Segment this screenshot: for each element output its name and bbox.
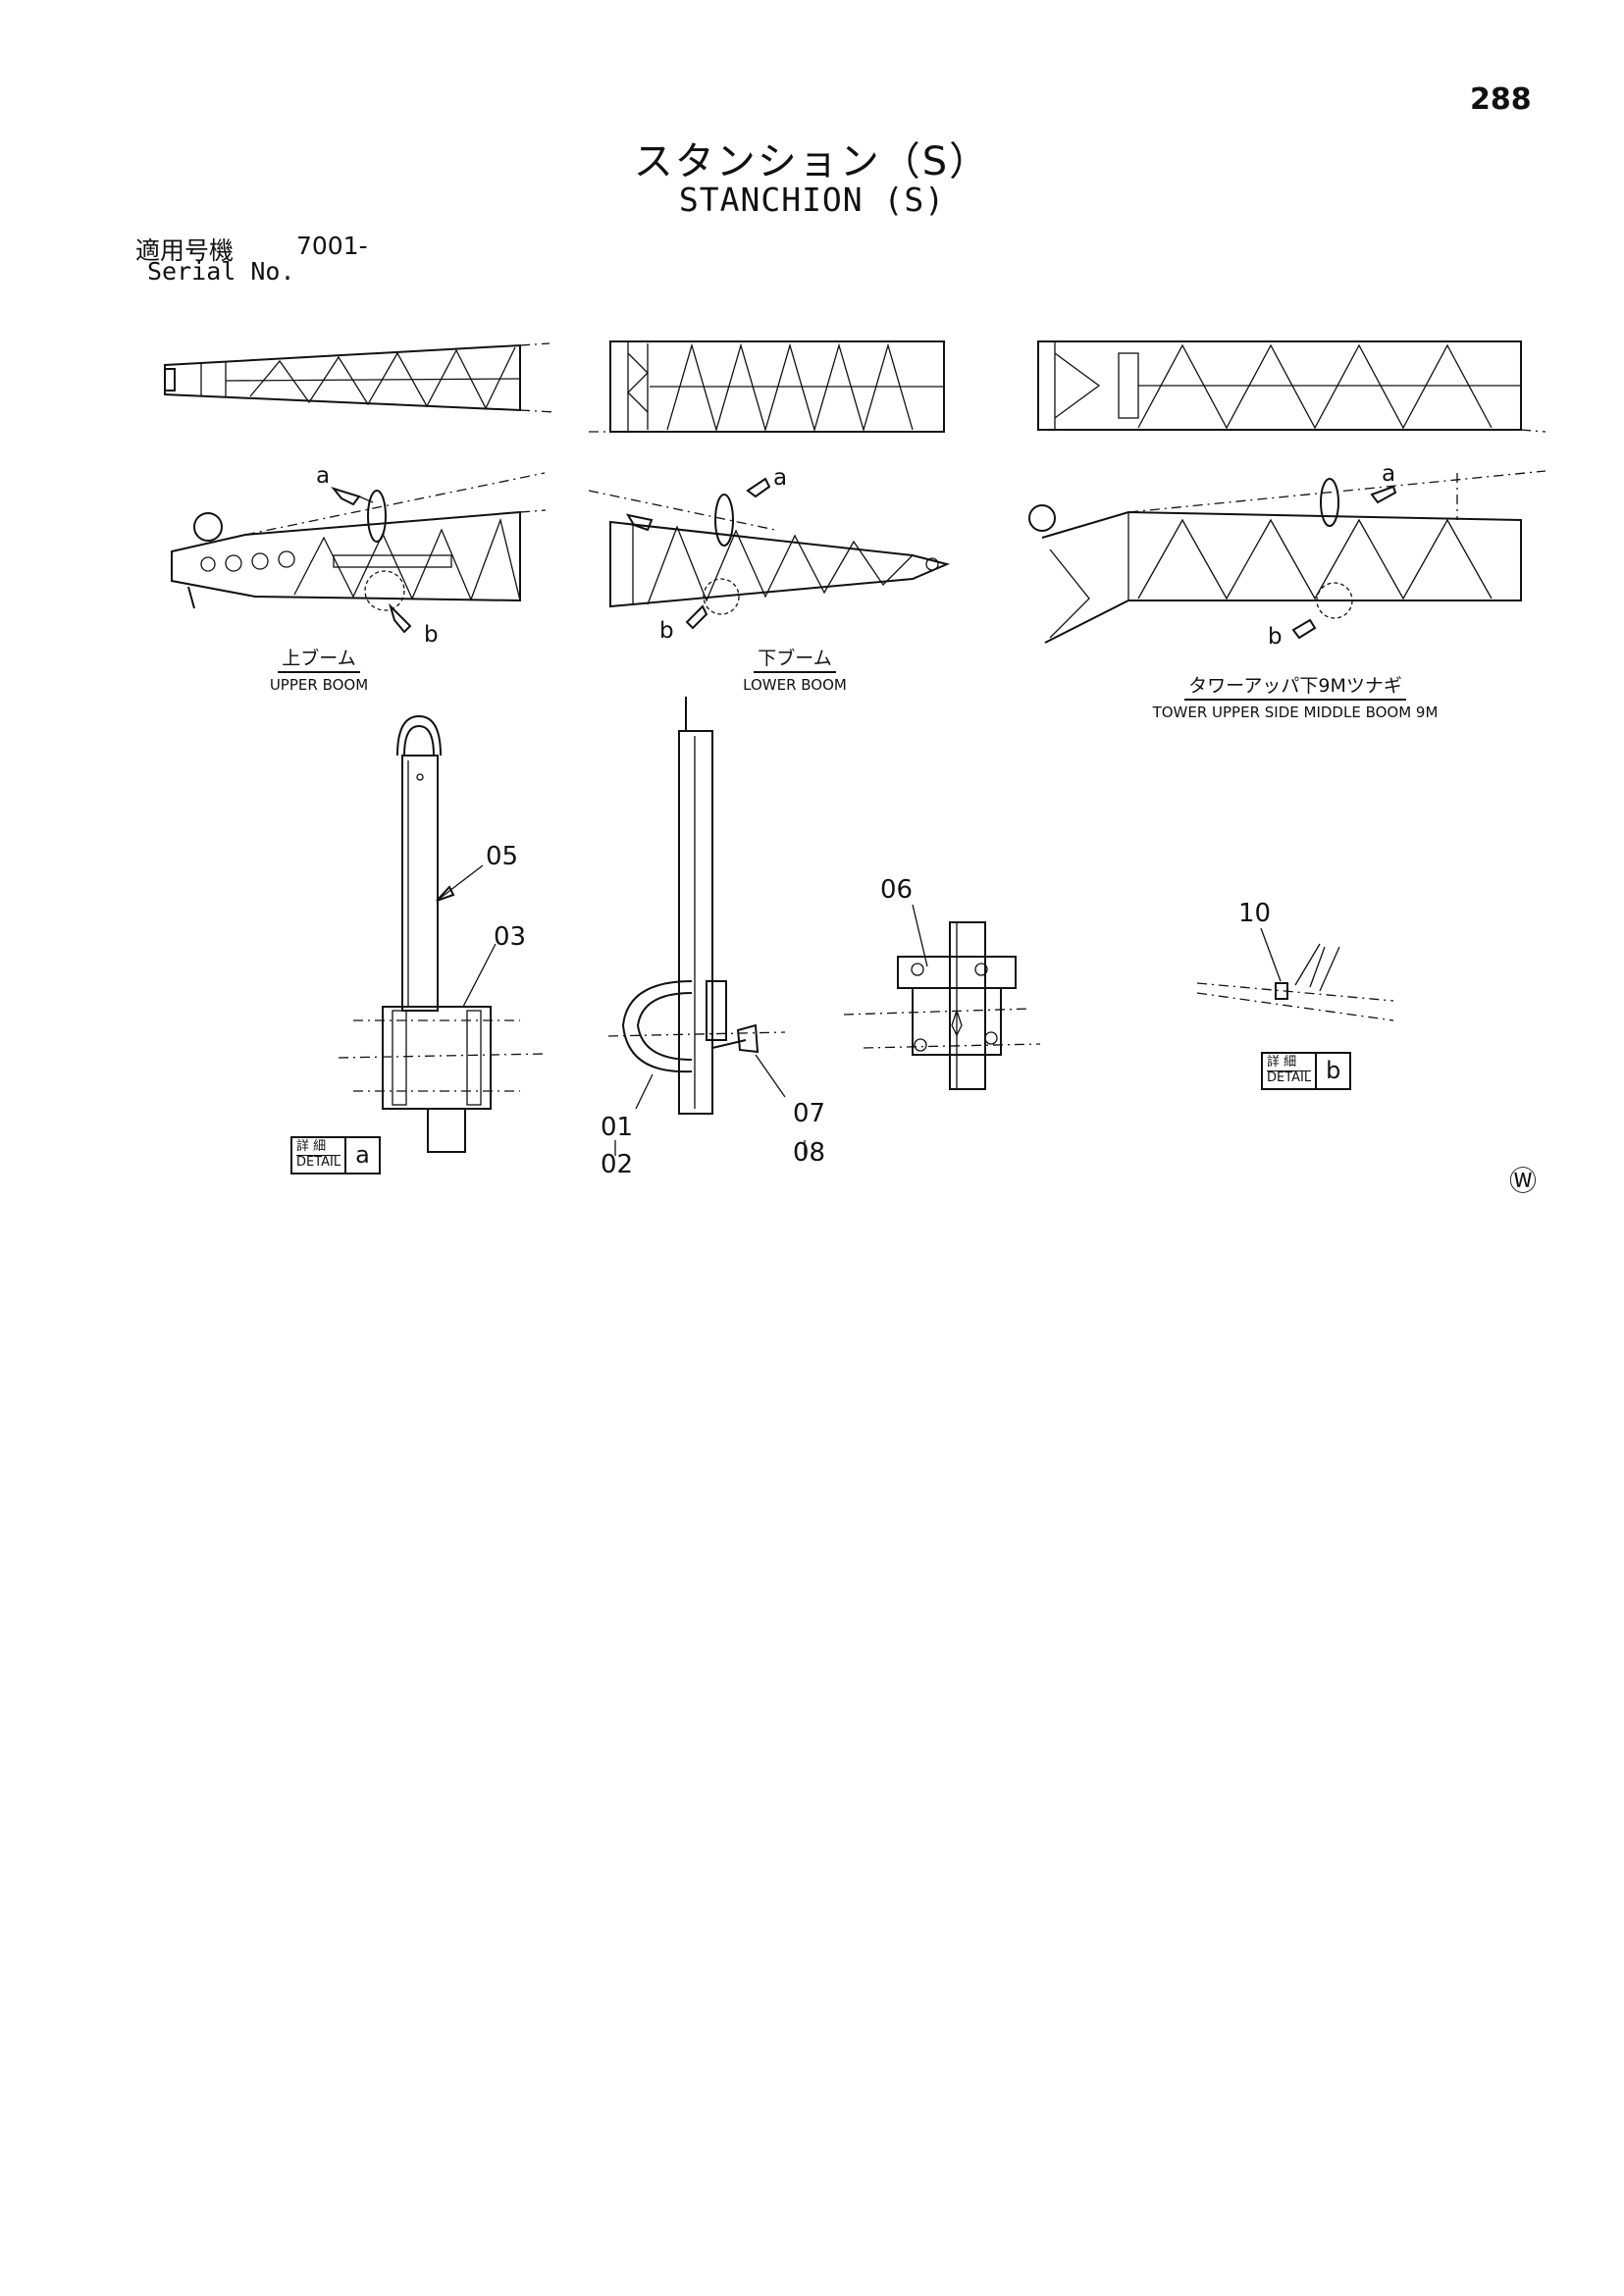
upper-boom-plan-view [164,342,555,413]
caption-tower-boom-en: TOWER UPPER SIDE MIDDLE BOOM 9M [1152,704,1439,721]
detail-06-drawing [843,904,1041,1090]
tower-boom-plan-view [1037,340,1546,433]
detail-box-a-label-jp: 詳 細 [296,1139,341,1156]
callout-01: 01 [601,1113,634,1142]
page-number: 288 [1470,82,1532,117]
serial-label-english: Serial No. [147,257,295,286]
circled-w-mark: Ⓦ [1509,1165,1538,1197]
leader-a-upper: a [316,463,331,489]
title-japanese: スタンション（S） [633,139,991,184]
caption-lower-boom-jp: 下ブーム [754,644,836,673]
callout-07: 07 [793,1099,826,1128]
detail-box-b: 詳 細 DETAIL b [1261,1052,1352,1090]
detail-box-a-label: 詳 細 DETAIL [292,1138,347,1173]
leader-a-tower: a [1382,461,1396,487]
upper-boom-side-view [171,472,547,634]
detail-a-drawing [338,714,546,1153]
serial-value: 7001- [296,232,368,260]
serial-label-japanese: 適用号機 [135,236,235,265]
caption-upper-boom-jp: 上ブーム [278,644,360,673]
title-english: STANCHION (S) [678,181,946,219]
caption-tower-boom: タワーアッパ下9Mツナギ TOWER UPPER SIDE MIDDLE BOO… [1128,671,1462,721]
detail-box-b-letter: b [1326,1057,1341,1085]
detail-box-a-label-en: DETAIL [296,1154,341,1170]
caption-lower-boom: 下ブーム LOWER BOOM [726,644,864,694]
leader-b-upper: b [424,622,439,648]
caption-upper-boom-en: UPPER BOOM [269,676,369,694]
callout-02: 02 [601,1150,634,1179]
detail-box-a-letter: a [355,1141,370,1170]
caption-tower-boom-jp: タワーアッパ下9Mツナギ [1184,671,1406,701]
detail-box-b-label: 詳 細 DETAIL [1263,1054,1318,1088]
leader-b-lower: b [659,618,674,644]
callout-05: 05 [486,842,519,871]
callout-03: 03 [494,922,527,952]
detail-box-b-label-jp: 詳 細 [1267,1055,1312,1071]
lower-boom-plan-view [589,340,945,433]
detail-box-b-label-en: DETAIL [1267,1070,1312,1085]
caption-lower-boom-en: LOWER BOOM [743,676,847,694]
caption-upper-boom: 上ブーム UPPER BOOM [250,644,388,694]
detail-box-a: 詳 細 DETAIL a [290,1136,381,1174]
leader-a-lower: a [773,465,788,491]
detail-clamp-drawing [607,697,806,1156]
callout-08: 08 [793,1138,826,1168]
callout-06: 06 [880,875,914,905]
detail-b-drawing [1196,927,1394,1021]
callout-10: 10 [1238,899,1272,928]
lower-boom-side-view [588,477,951,630]
leader-b-tower: b [1268,624,1283,650]
tower-boom-side-view [1028,470,1546,644]
